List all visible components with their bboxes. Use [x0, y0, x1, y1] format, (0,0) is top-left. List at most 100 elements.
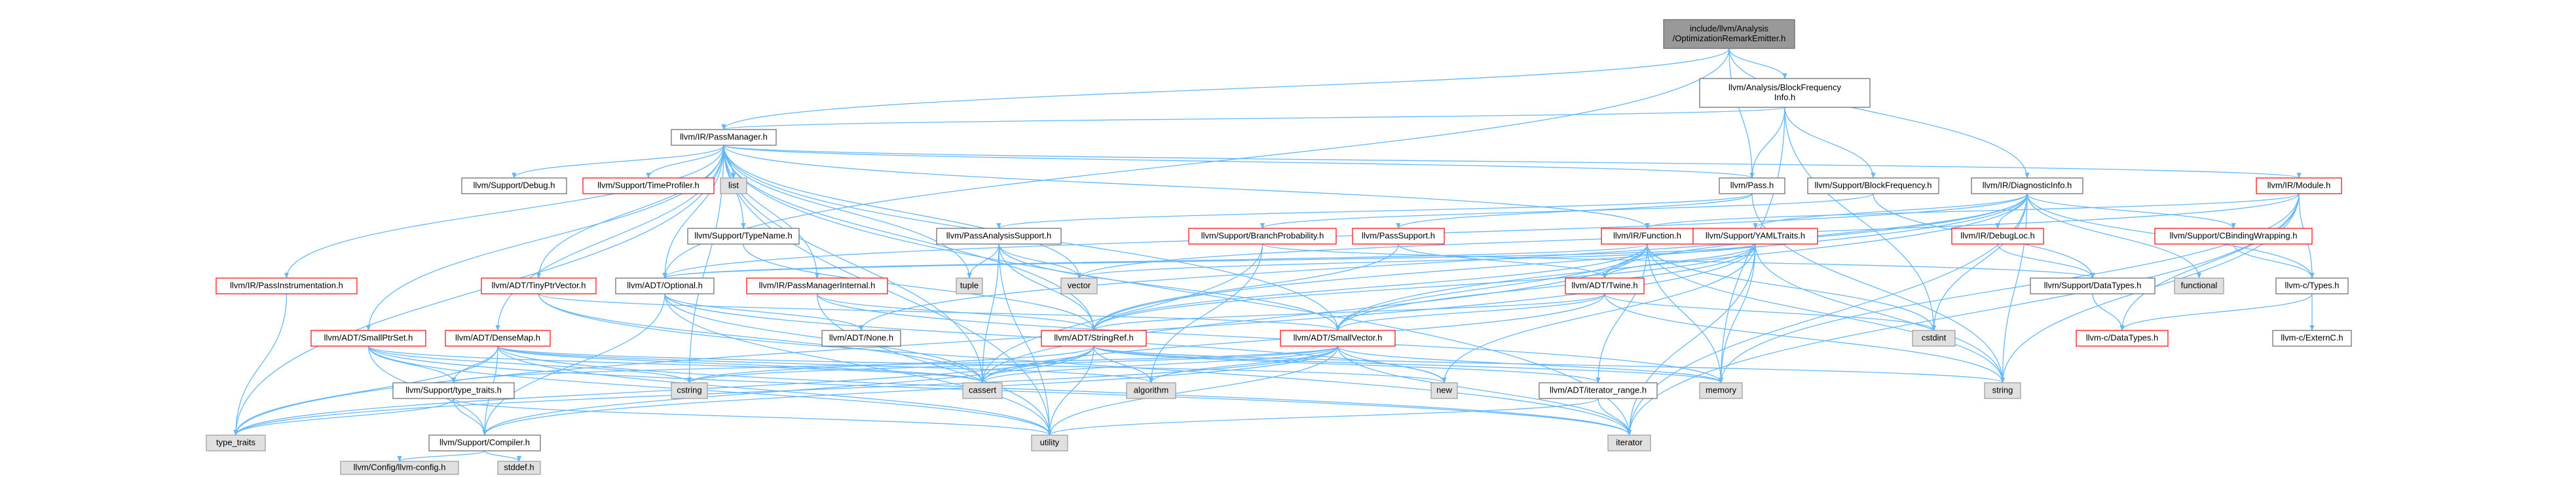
edge-iterrange-to-utility	[1047, 398, 1599, 436]
node-typename[interactable]: llvm/Support/TypeName.h	[687, 228, 800, 245]
node-label: llvm/PassSupport.h	[1362, 230, 1435, 240]
node-box	[215, 277, 358, 294]
node-label: llvm/IR/Module.h	[2268, 180, 2331, 190]
node-cbind[interactable]: llvm/Support/CBindingWrapping.h	[2154, 228, 2313, 245]
edge-diag-to-cbind	[2026, 193, 2236, 229]
edge-diag-to-functional	[2026, 193, 2202, 279]
edge-compiler-to-config	[397, 450, 485, 462]
node-ctypes[interactable]: llvm-c/Types.h	[2275, 277, 2349, 294]
edge-smallvec-to-memory	[1337, 345, 1723, 383]
node-label: llvm/IR/Function.h	[1613, 230, 1681, 240]
node-box	[1280, 330, 1396, 347]
edge-tinyptr-to-smallvec	[538, 293, 1340, 331]
node-type_traits: type_traits	[206, 434, 266, 451]
node-label: new	[1436, 385, 1452, 395]
edge-module-to-func	[1645, 193, 2300, 229]
edge-pm-to-tuple	[723, 145, 972, 279]
node-tinyptr[interactable]: llvm/ADT/TinyPtrVector.h	[481, 277, 597, 294]
edge-smallvec-to-utility	[1047, 345, 1339, 436]
node-box	[497, 461, 541, 475]
node-label: llvm/Analysis/BlockFrequency	[1728, 82, 1841, 92]
node-string: string	[1984, 382, 2021, 399]
edge-twine-to-string	[1604, 293, 2006, 383]
node-datatypes[interactable]: llvm/Support/DataTypes.h	[2030, 277, 2156, 294]
node-cstdint: cstdint	[1912, 330, 1956, 347]
node-box	[2275, 277, 2349, 294]
node-psup[interactable]: llvm/PassSupport.h	[1352, 228, 1445, 245]
node-densemap[interactable]: llvm/ADT/DenseMap.h	[445, 330, 551, 347]
node-box	[2076, 330, 2169, 347]
node-label: llvm-c/DataTypes.h	[2086, 332, 2159, 342]
node-externc[interactable]: llvm-c/ExternC.h	[2272, 330, 2352, 347]
node-twine[interactable]: llvm/ADT/Twine.h	[1565, 277, 1645, 294]
node-pass[interactable]: llvm/Pass.h	[1719, 177, 1785, 194]
node-func[interactable]: llvm/IR/Function.h	[1601, 228, 1694, 245]
node-label: /OptimizationRemarkEmitter.h	[1673, 33, 1786, 43]
node-smallptrset[interactable]: llvm/ADT/SmallPtrSet.h	[310, 330, 426, 347]
nodes-layer: include/llvm/Analysis/OptimizationRemark…	[206, 19, 2352, 475]
node-bprob[interactable]: llvm/Support/BranchProbability.h	[1188, 228, 1337, 245]
node-optional[interactable]: llvm/ADT/Optional.h	[615, 277, 715, 294]
node-iterrange[interactable]: llvm/ADT/iterator_range.h	[1539, 382, 1658, 399]
node-debug[interactable]: llvm/Support/Debug.h	[461, 177, 567, 194]
node-diag[interactable]: llvm/IR/DiagnosticInfo.h	[1971, 177, 2083, 194]
edge-debugloc-to-datatypes	[1997, 243, 2095, 279]
node-box	[1699, 382, 1743, 399]
edge-smallptrset-to-cstring	[367, 345, 692, 383]
node-module[interactable]: llvm/IR/Module.h	[2256, 177, 2342, 194]
node-pm[interactable]: llvm/IR/PassManager.h	[671, 129, 777, 146]
node-label: cstring	[677, 385, 701, 395]
edge-pmint-to-utility	[816, 293, 1053, 436]
node-pinstr[interactable]: llvm/IR/PassInstrumentation.h	[215, 277, 358, 294]
node-box	[2030, 277, 2156, 294]
node-tprof[interactable]: llvm/Support/TimeProfiler.h	[582, 177, 715, 194]
edge-ctypes-to-cdatatypes	[2119, 293, 2313, 331]
node-label: llvm/ADT/Twine.h	[1571, 280, 1637, 290]
node-label: iterator	[1616, 437, 1643, 447]
node-root[interactable]: include/llvm/Analysis/OptimizationRemark…	[1663, 19, 1795, 49]
node-label: llvm/Support/Compiler.h	[439, 437, 530, 447]
edge-pm-to-debug	[512, 145, 724, 179]
node-none[interactable]: llvm/ADT/None.h	[821, 330, 901, 347]
node-smallvec[interactable]: llvm/ADT/SmallVector.h	[1280, 330, 1396, 347]
edge-compiler-to-cstddef	[484, 450, 522, 462]
node-box	[1663, 19, 1795, 49]
edge-pm-to-module	[723, 145, 2301, 179]
node-label: memory	[1706, 385, 1736, 395]
edge-diag-to-stringref	[1091, 193, 2028, 331]
edge-bprob-to-cassert	[980, 243, 1263, 383]
node-label: llvm/ADT/TinyPtrVector.h	[492, 280, 586, 290]
node-debugloc[interactable]: llvm/IR/DebugLoc.h	[1951, 228, 2044, 245]
edge-pm-to-tprof	[646, 145, 724, 179]
node-label: llvm/Support/type_traits.h	[405, 385, 502, 395]
edge-yaml-to-optional	[662, 243, 1756, 279]
edge-smallvec-to-cassert	[980, 345, 1339, 383]
node-label: llvm/Support/TimeProfiler.h	[597, 180, 700, 190]
node-compiler[interactable]: llvm/Support/Compiler.h	[428, 434, 541, 451]
edge-root-to-diag	[1728, 48, 2030, 179]
node-label: llvm-c/Types.h	[2285, 280, 2339, 290]
edge-pm-to-tinyptr	[536, 145, 724, 279]
node-pas[interactable]: llvm/PassAnalysisSupport.h	[936, 228, 1062, 245]
edge-pass-to-string	[1751, 193, 2006, 383]
edge-densemap-to-utility	[497, 345, 1053, 436]
node-label: llvm-c/ExternC.h	[2281, 332, 2343, 342]
edge-iterrange-to-iterator	[1597, 398, 1632, 436]
edge-smallvec-to-compiler	[482, 345, 1339, 436]
edge-func-to-iterrange	[1596, 243, 1648, 383]
node-yaml[interactable]: llvm/Support/YAMLTraits.h	[1692, 228, 1818, 245]
node-box	[671, 129, 777, 146]
node-typetraits_s[interactable]: llvm/Support/type_traits.h	[392, 382, 515, 399]
edge-optional-to-none	[664, 293, 864, 331]
node-label: llvm/PassAnalysisSupport.h	[946, 230, 1051, 240]
node-pmint[interactable]: llvm/IR/PassManagerInternal.h	[746, 277, 888, 294]
node-cdatatypes[interactable]: llvm-c/DataTypes.h	[2076, 330, 2169, 347]
node-box	[1126, 382, 1176, 399]
node-box	[671, 382, 708, 399]
node-bfreq[interactable]: llvm/Support/BlockFrequency.h	[1807, 177, 1939, 194]
edge-func-to-cstdint	[1647, 243, 1937, 331]
edge-yaml-to-memory	[1718, 243, 1756, 383]
node-stringref[interactable]: llvm/ADT/StringRef.h	[1041, 330, 1147, 347]
edge-pas-to-vector	[998, 243, 1082, 279]
